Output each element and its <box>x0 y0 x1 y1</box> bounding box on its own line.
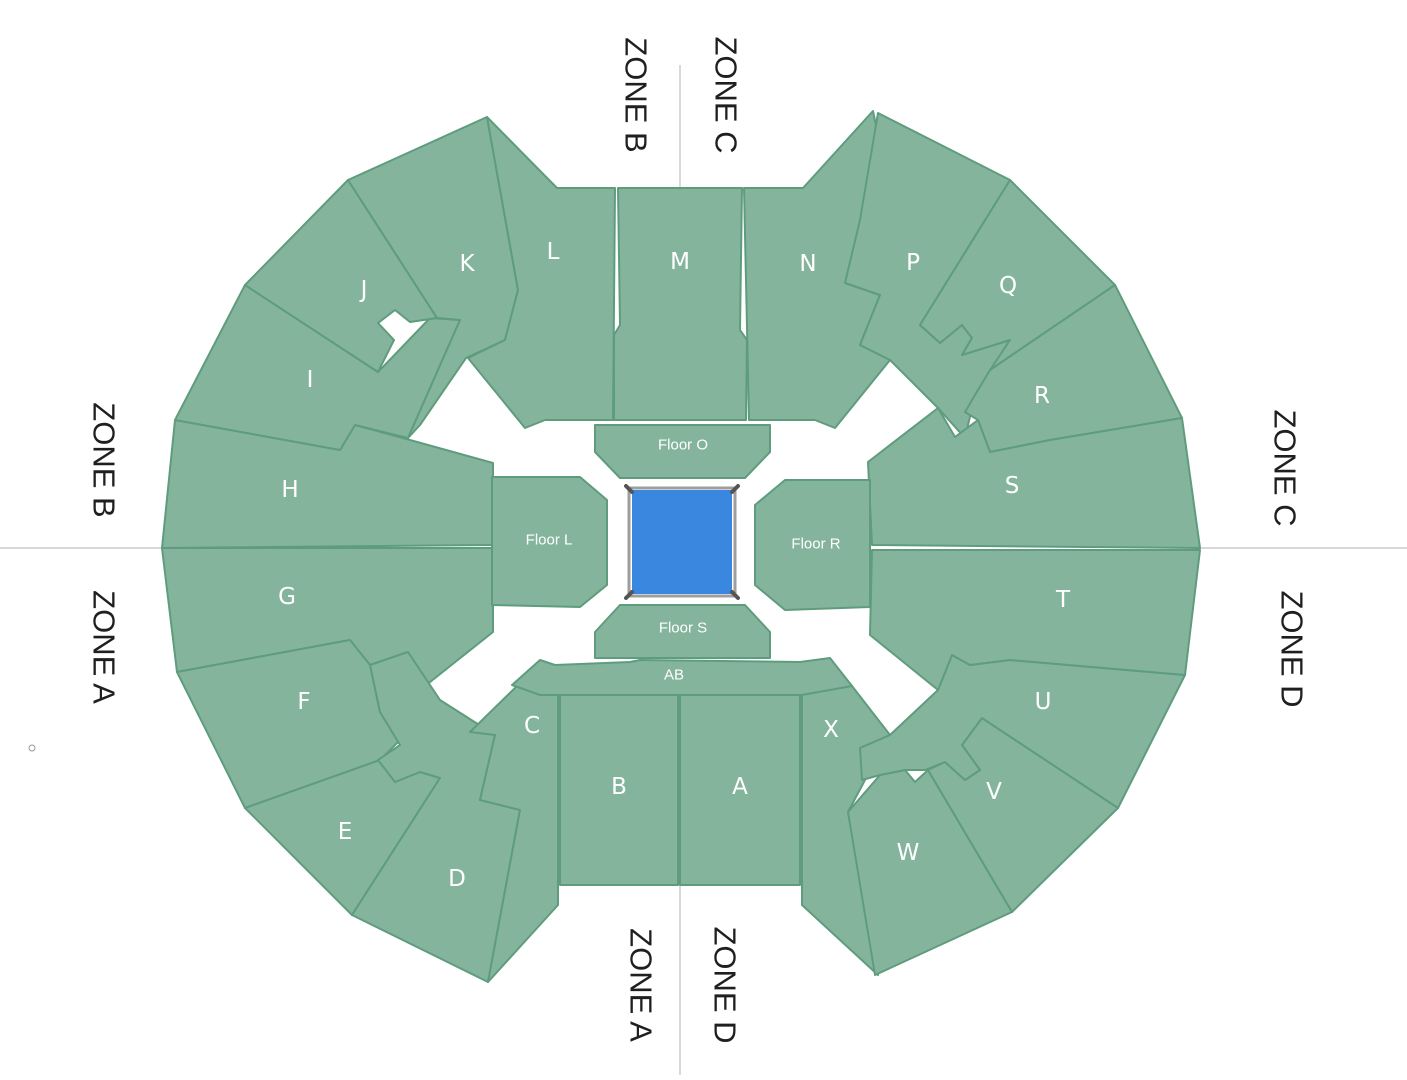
floor-s-section[interactable] <box>594 604 771 659</box>
ring-post-bottom-right <box>730 590 740 600</box>
ring-ropes <box>627 486 737 598</box>
zone-label-top-right: ZONE C <box>709 36 744 153</box>
section-b[interactable] <box>559 694 679 886</box>
ring-post-top-right <box>730 484 740 494</box>
zone-label-top-left: ZONE B <box>619 37 654 152</box>
boxing-ring <box>624 484 740 600</box>
floor-o-section[interactable] <box>594 424 771 479</box>
section-m[interactable] <box>613 187 748 421</box>
zone-label-right-lower: ZONE D <box>1275 590 1310 707</box>
zone-label-right-upper: ZONE C <box>1268 409 1303 526</box>
section-a[interactable] <box>679 694 801 886</box>
zone-label-left-upper: ZONE B <box>87 402 122 517</box>
section-s[interactable] <box>867 407 1201 549</box>
ring-canvas <box>632 490 732 594</box>
floor-r-section[interactable] <box>754 479 871 611</box>
section-c[interactable] <box>469 684 559 983</box>
section-t[interactable] <box>869 549 1201 691</box>
ring-post-bottom-left <box>624 590 634 600</box>
floor-l-section[interactable] <box>491 476 608 608</box>
marker-dot <box>28 744 36 752</box>
zone-label-bottom-left: ZONE A <box>624 928 659 1042</box>
zone-label-bottom-right: ZONE D <box>708 926 743 1043</box>
section-ab[interactable] <box>511 657 853 696</box>
ring-post-top-left <box>624 484 634 494</box>
section-l[interactable] <box>467 116 616 429</box>
zone-label-left-lower: ZONE A <box>87 590 122 704</box>
